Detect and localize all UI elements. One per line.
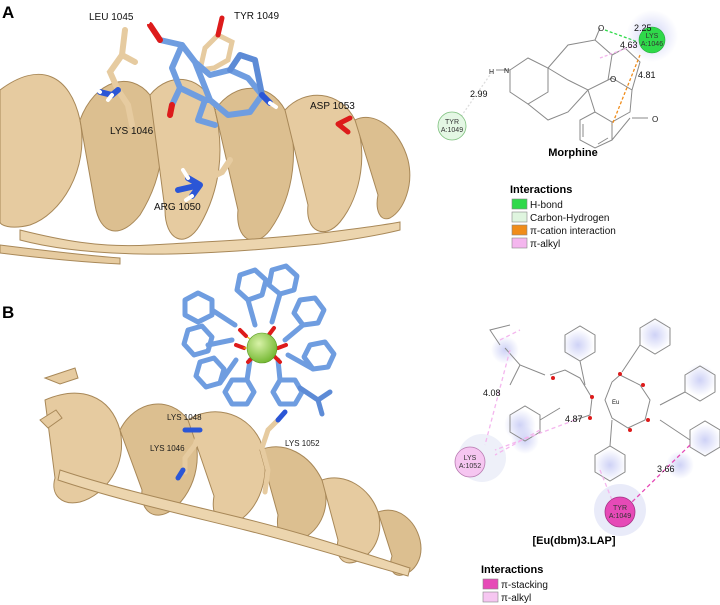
eu-complex-2d-skeleton xyxy=(489,318,720,482)
legend-a: Interactions H-bond Carbon-Hydrogen π-ca… xyxy=(510,184,616,250)
ligand-surface-halos xyxy=(458,319,720,536)
atom-label-eu: Eu xyxy=(612,400,619,406)
node-lys1046: LYS A:1046 xyxy=(638,26,666,54)
node-tyr1049-id: A:1049 xyxy=(441,127,463,134)
residue-label-leu1045: LEU 1045 xyxy=(89,12,134,23)
svg-text:π-stacking: π-stacking xyxy=(501,580,548,591)
node-tyr1049-name: TYR xyxy=(445,119,459,126)
residue-label-lys1046: LYS 1046 xyxy=(110,126,154,137)
distance-label-4-08: 4.08 xyxy=(483,388,501,398)
distance-label-4-81: 4.81 xyxy=(638,70,656,80)
residue-label-lys1048: LYS 1048 xyxy=(167,413,202,422)
residue-label-lys1046: LYS 1046 xyxy=(150,444,185,453)
residue-label-tyr1049: TYR 1049 xyxy=(234,11,279,22)
residue-sticks-b xyxy=(175,409,288,495)
panel-a-letter: A xyxy=(2,3,14,22)
residue-label-lys1052: LYS 1052 xyxy=(285,439,320,448)
panel-b-3d-view: B xyxy=(2,263,422,577)
legend-a-title: Interactions xyxy=(510,184,572,196)
morphine-interaction-lines xyxy=(459,29,641,126)
svg-text:π-alkyl: π-alkyl xyxy=(501,593,531,604)
residue-labels-a: LEU 1045 TYR 1049 LYS 1046 ASP 1053 ARG … xyxy=(89,11,355,213)
atom-label-o3: O xyxy=(652,115,658,124)
node-lys1052: LYS A:1052 xyxy=(454,446,486,478)
node-tyr1049: TYR A:1049 xyxy=(437,111,467,141)
svg-text:π-cation interaction: π-cation interaction xyxy=(530,226,616,237)
legend-a-item-hbond: H-bond xyxy=(511,198,563,211)
legend-b-title: Interactions xyxy=(481,564,543,576)
helix-ribbon-b xyxy=(39,367,422,577)
node-lys1046-id: A:1046 xyxy=(641,41,663,48)
panel-a-3d-view: A xyxy=(0,3,411,265)
legend-a-item-pi-alkyl: π-alkyl xyxy=(511,237,560,250)
distance-label-2-99: 2.99 xyxy=(470,89,488,99)
atom-label-o2: O xyxy=(610,75,616,84)
svg-text:π-alkyl: π-alkyl xyxy=(530,239,560,250)
svg-text:Carbon-Hydrogen: Carbon-Hydrogen xyxy=(530,213,610,224)
node-tyr1049-b: TYR A:1049 xyxy=(604,496,636,528)
node-tyr1049-b-id: A:1049 xyxy=(609,513,631,520)
node-lys1046-name: LYS xyxy=(646,33,659,40)
residue-label-asp1053: ASP 1053 xyxy=(310,101,355,112)
distance-label-2-25: 2.25 xyxy=(634,23,652,33)
residue-label-arg1050: ARG 1050 xyxy=(154,202,201,213)
node-lys1052-id: A:1052 xyxy=(459,463,481,470)
distance-label-4-63: 4.63 xyxy=(620,40,638,50)
node-tyr1049-b-name: TYR xyxy=(613,505,627,512)
legend-a-item-pi-cation: π-cation interaction xyxy=(511,224,616,237)
residue-labels-b: LYS 1048 LYS 1046 LYS 1052 xyxy=(150,413,320,453)
ligand-title-morphine: Morphine xyxy=(548,147,598,159)
legend-b-item-pi-alkyl: π-alkyl xyxy=(482,591,531,604)
atom-label-o1: O xyxy=(598,24,604,33)
distance-label-4-87: 4.87 xyxy=(565,414,583,424)
panel-a-interaction-map: H N O O O LYS A:1046 TYR A:1049 2.25 xyxy=(437,10,678,159)
ligand-title-eu-complex: [Eu(dbm)3.LAP] xyxy=(532,535,615,547)
atom-label-n: N xyxy=(504,68,509,75)
svg-text:H-bond: H-bond xyxy=(530,200,563,211)
panel-b-letter: B xyxy=(2,303,14,322)
panel-b-interaction-map: Eu LYS A:1052 TYR A:1049 4.08 4.87 3.66 … xyxy=(454,318,720,547)
morphine-2d-skeleton xyxy=(496,27,641,149)
distance-label-3-66: 3.66 xyxy=(657,464,675,474)
residue-sticks-a xyxy=(93,15,353,202)
legend-b-item-pi-stacking: π-stacking xyxy=(482,578,548,591)
eu-complex-2d-oxygens xyxy=(551,372,650,432)
eu-complex-3d-ligand xyxy=(181,263,337,417)
eu-interaction-lines xyxy=(484,329,691,503)
morphine-3d-ligand xyxy=(140,16,278,128)
legend-a-item-carbon-hydrogen: Carbon-Hydrogen xyxy=(511,211,610,224)
legend-b: Interactions π-stacking π-alkyl xyxy=(481,564,548,604)
node-lys1052-name: LYS xyxy=(464,455,477,462)
